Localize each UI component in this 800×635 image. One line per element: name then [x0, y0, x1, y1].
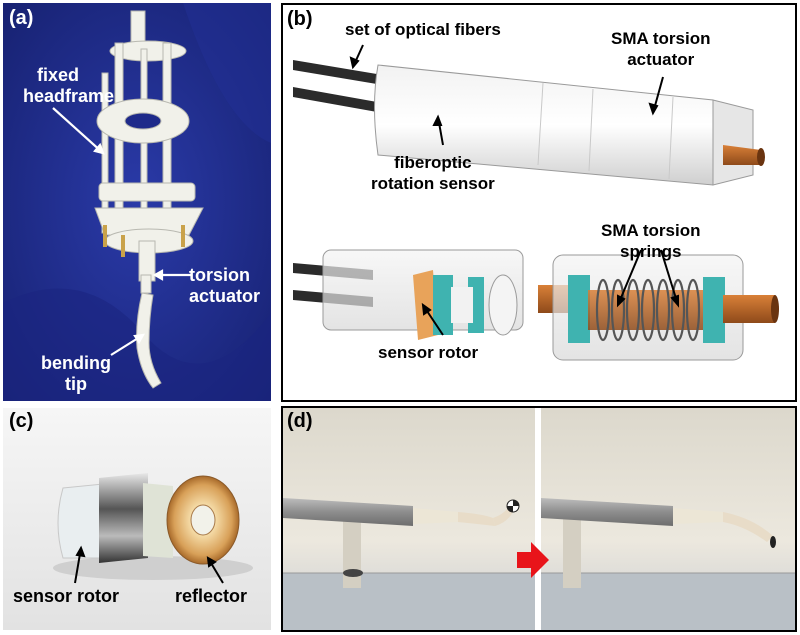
panel-b-cad-render	[293, 44, 779, 361]
sensor-rotor-label-c: sensor rotor	[13, 586, 120, 606]
panel-a-photo	[3, 3, 271, 401]
panel-c-photo	[3, 408, 271, 630]
panel-d-photo-sequence	[283, 408, 795, 630]
panel-b: (b) set of optical fibers SMA torsion ac…	[281, 3, 797, 402]
sma-torsion-actuator-label: SMA torsion actuator	[611, 29, 711, 69]
frame-after	[541, 408, 795, 630]
bending-tip-label: bending tip	[41, 353, 111, 394]
sensor-rotor-assembly	[293, 249, 524, 340]
sensor-rotor-label-b: sensor rotor	[378, 343, 479, 362]
panel-c-tag: (c)	[9, 410, 34, 432]
top-assembly	[293, 60, 765, 186]
panel-a: (a) fixed headframe torsion actuator ben…	[3, 3, 271, 401]
sequence-arrow	[517, 542, 549, 578]
sma-torsion-springs-label: SMA torsion springs	[601, 221, 701, 261]
sma-springs-assembly	[538, 254, 779, 361]
panel-b-tag: (b)	[287, 8, 313, 30]
panel-a-tag: (a)	[9, 7, 34, 29]
reflector-label: reflector	[175, 586, 248, 606]
panel-d: (d)	[281, 406, 797, 632]
fiberoptic-rotation-sensor-label: fiberoptic rotation sensor	[371, 153, 495, 193]
panel-d-tag: (d)	[287, 410, 313, 432]
panel-c: (c) sensor rotor reflector	[3, 408, 271, 630]
fixed-headframe-label: fixed headframe	[23, 65, 115, 106]
headframe-device	[94, 10, 204, 389]
optical-fibers-label: set of optical fibers	[345, 20, 501, 39]
torsion-actuator-label: torsion actuator	[189, 265, 261, 306]
frame-before	[283, 408, 535, 630]
